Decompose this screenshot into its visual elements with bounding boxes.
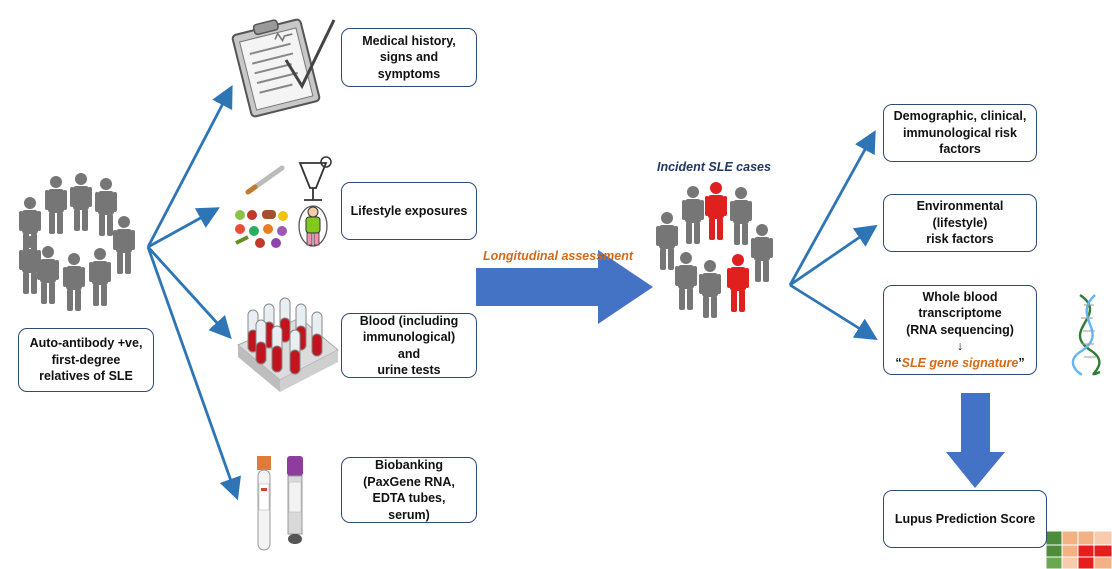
demographic-line-2: immunological risk factors <box>903 125 1017 157</box>
transcriptome-arrow: ↓ <box>956 339 964 354</box>
blood-tests-line-2: immunological) and <box>362 330 456 361</box>
lifestyle-icon <box>235 156 332 248</box>
source-line-3: relatives of SLE <box>39 369 133 384</box>
assessment-box-lifestyle: Lifestyle exposures <box>341 182 477 240</box>
source-line-1: Auto-antibody +ve, <box>29 336 143 351</box>
fan-arrows-left <box>146 85 241 501</box>
transcriptome-line-1: Whole blood transcriptome <box>918 289 1002 321</box>
biobanking-line-2: (PaxGene RNA, <box>363 474 455 489</box>
arrow-to-environmental <box>789 224 878 287</box>
arrow-to-transcriptome <box>789 283 878 340</box>
arrow-to-medical-history <box>146 85 233 248</box>
environmental-line-2: risk factors <box>926 232 994 247</box>
signature-open-quote: “ <box>895 355 902 370</box>
blood-tests-line-1: Blood (including <box>359 313 459 328</box>
checkmark-icon <box>284 19 336 90</box>
longitudinal-label: Longitudinal assessment <box>483 249 634 263</box>
arrow-to-lifestyle <box>147 207 220 249</box>
medical-history-line-1: Medical history, <box>362 33 456 48</box>
relatives-group-icon <box>19 173 135 311</box>
assessment-box-medical-history: Medical history, signs and symptoms <box>341 28 477 87</box>
lifestyle-line-1: Lifestyle exposures <box>350 203 468 218</box>
signature-close-quote: ” <box>1018 355 1025 370</box>
clipboard-icon <box>231 18 321 118</box>
transcriptome-line-2: (RNA sequencing) <box>906 322 1014 337</box>
biobanking-line-3: EDTA tubes, serum) <box>372 491 446 522</box>
fan-arrows-right <box>788 130 878 340</box>
heatmap-icon <box>1045 530 1112 569</box>
signature-line: “SLE gene signature” <box>892 355 1028 372</box>
arrow-to-demographic <box>788 130 876 286</box>
assessment-box-biobanking: Biobanking (PaxGene RNA, EDTA tubes, ser… <box>341 457 477 523</box>
medical-history-line-2: signs and symptoms <box>377 50 441 81</box>
sle-gene-signature: SLE gene signature <box>901 355 1019 370</box>
source-box: Auto-antibody +ve, first-degree relative… <box>18 328 154 392</box>
outcome-box-demographic: Demographic, clinical, immunological ris… <box>883 104 1037 162</box>
incident-cases-label: Incident SLE cases <box>657 160 771 174</box>
lupus-prediction-score-box: Lupus Prediction Score <box>883 490 1047 548</box>
arrow-to-blood-tests <box>146 246 232 340</box>
test-tubes-icon <box>237 297 339 392</box>
dna-helix-icon <box>1071 294 1101 376</box>
lupus-prediction-score-label: Lupus Prediction Score <box>894 511 1036 526</box>
incident-cases-group-icon <box>656 182 773 318</box>
arrow-to-biobanking <box>146 246 241 501</box>
assessment-box-blood-tests: Blood (including immunological) and urin… <box>341 313 477 378</box>
collection-tubes-icon <box>257 456 303 551</box>
environmental-line-1: Environmental (lifestyle) <box>916 199 1004 230</box>
source-line-2: first-degree <box>51 352 121 367</box>
demographic-line-1: Demographic, clinical, <box>893 109 1027 124</box>
blood-tests-line-3: urine tests <box>377 363 441 377</box>
longitudinal-arrow <box>476 250 653 324</box>
biobanking-line-1: Biobanking <box>374 458 444 472</box>
outcome-box-environmental: Environmental (lifestyle) risk factors <box>883 194 1037 252</box>
outcome-box-transcriptome: Whole blood transcriptome (RNA sequencin… <box>883 285 1037 375</box>
down-arrow <box>946 393 1005 488</box>
